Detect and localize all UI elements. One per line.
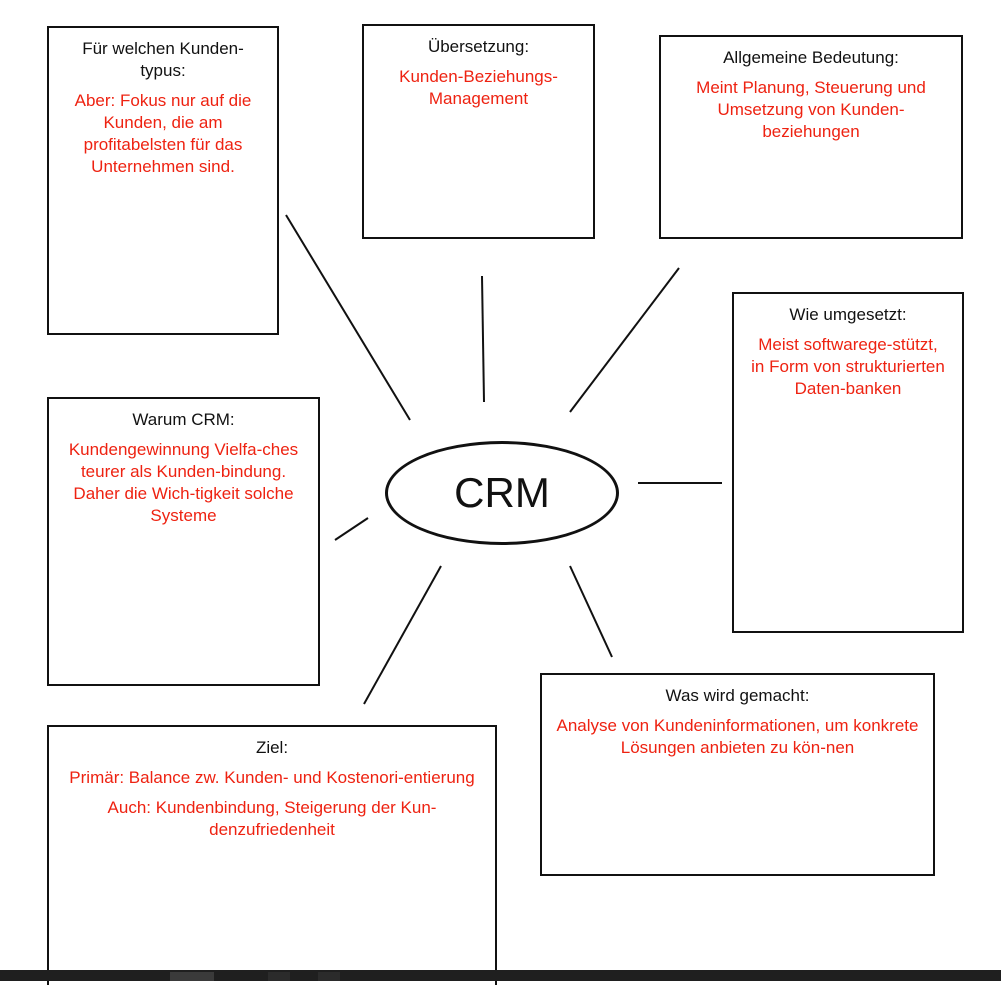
taskbar-button[interactable] <box>268 972 290 981</box>
connector-gemacht <box>569 565 613 658</box>
box-kundentyp-text: Aber: Fokus nur auf die Kunden, die am p… <box>74 91 252 176</box>
box-gemacht-title: Was wird gemacht: <box>665 686 810 705</box>
box-bedeutung-text: Meint Planung, Steuerung und Umsetzung v… <box>696 78 926 141</box>
connector-kundentyp <box>285 214 411 421</box>
box-ziel-title: Ziel: <box>255 738 289 757</box>
connector-warum <box>334 517 369 541</box>
connector-uebersetzung <box>481 275 485 403</box>
box-warum-title: Warum CRM: <box>132 410 235 429</box>
box-gemacht: Was wird gemacht: Analyse von Kundeninfo… <box>540 673 935 876</box>
box-kundentyp-title: Für welchen Kunden-typus: <box>82 39 244 80</box>
connector-ziel <box>363 565 442 705</box>
box-umgesetzt-title: Wie umgesetzt: <box>789 305 907 324</box>
box-bedeutung: Allgemeine Bedeutung: Meint Planung, Ste… <box>659 35 963 239</box>
taskbar-button[interactable] <box>170 972 214 981</box>
box-bedeutung-title: Allgemeine Bedeutung: <box>723 48 899 67</box>
box-kundentyp: Für welchen Kunden-typus: Aber: Fokus nu… <box>47 26 279 335</box>
box-uebersetzung-text: Kunden-Beziehungs-Management <box>399 67 558 108</box>
crm-center-node: CRM <box>385 441 619 545</box>
crm-center-label: CRM <box>454 469 550 516</box>
box-gemacht-text: Analyse von Kundeninformationen, um konk… <box>556 716 919 757</box>
box-uebersetzung: Übersetzung: Kunden-Beziehungs-Managemen… <box>362 24 595 239</box>
taskbar <box>0 970 1001 981</box>
box-umgesetzt: Wie umgesetzt: Meist softwarege-stützt, … <box>732 292 964 633</box>
box-umgesetzt-text: Meist softwarege-stützt, in Form von str… <box>751 335 945 398</box>
box-uebersetzung-title: Übersetzung: <box>427 37 530 56</box>
box-ziel-text-auch: Auch: Kundenbindung, Steigerung der Kun-… <box>107 798 437 839</box>
box-ziel: Ziel: Primär: Balance zw. Kunden- und Ko… <box>47 725 497 985</box>
box-warum: Warum CRM: Kundengewinnung Vielfa-ches t… <box>47 397 320 686</box>
taskbar-button[interactable] <box>318 972 340 981</box>
box-ziel-text-primaer: Primär: Balance zw. Kunden- und Kostenor… <box>69 768 475 787</box>
connector-bedeutung <box>569 267 680 413</box>
box-warum-text: Kundengewinnung Vielfa-ches teurer als K… <box>68 440 299 525</box>
